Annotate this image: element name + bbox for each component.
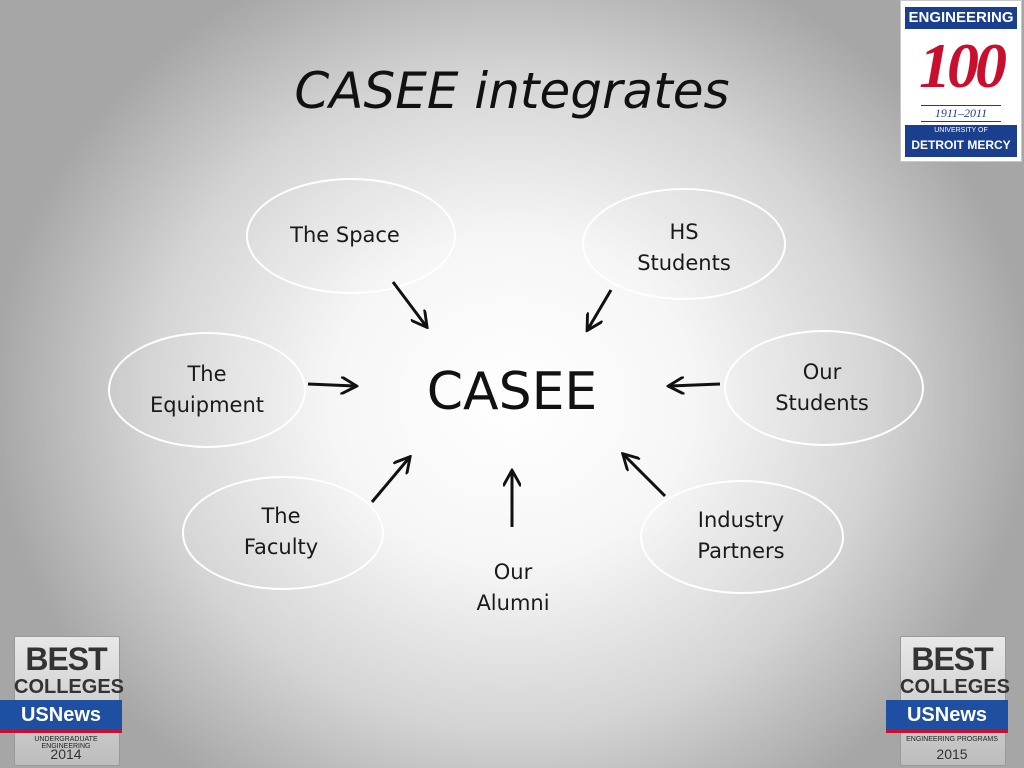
arrow-from-space	[391, 281, 426, 326]
ellipse-faculty	[182, 476, 384, 590]
best-colleges-badge-2015: BEST COLLEGES USNews ENGINEERING PROGRAM…	[886, 636, 1011, 766]
logo-university-of: UNIVERSITY OF	[934, 127, 988, 134]
node-space: The Space	[265, 220, 425, 251]
node-industry-line1: Industry	[697, 508, 785, 532]
arrow-from-hs-students	[588, 289, 613, 329]
node-faculty-line2: Faculty	[243, 535, 319, 559]
logo-years-text: 1911–2011	[921, 105, 1001, 122]
badge-colleges-text: COLLEGES	[900, 676, 1011, 698]
node-our-students-line2: Students	[775, 391, 869, 415]
node-alumni-line2: Alumni	[476, 591, 550, 615]
node-our-students-line1: Our	[802, 360, 842, 384]
node-equipment-line2: Equipment	[150, 393, 264, 417]
arrow-from-our-students	[670, 384, 721, 386]
ellipse-equipment	[108, 332, 306, 448]
node-faculty-line1: The	[261, 504, 301, 528]
badge-year: 2015	[936, 746, 968, 762]
node-alumni-line1: Our	[493, 560, 533, 584]
arrow-from-industry	[624, 455, 667, 498]
ellipse-industry	[640, 480, 844, 594]
node-hs-students-line1: HS	[669, 220, 699, 244]
ellipse-our-students	[724, 330, 924, 446]
badge-usnews-text: USNews	[20, 704, 102, 726]
node-alumni: Our Alumni	[433, 557, 593, 619]
node-equipment: The Equipment	[127, 359, 287, 421]
node-equipment-line1: The	[187, 362, 227, 386]
badge-year: 2014	[50, 746, 82, 762]
best-colleges-badge-2014: BEST COLLEGES USNews UNDERGRADUATE ENGIN…	[0, 636, 125, 766]
arrow-from-faculty	[370, 458, 409, 503]
slide-title: CASEE integrates	[294, 62, 730, 120]
engineering-100-logo: ENGINEERING 100 1911–2011 UNIVERSITY OF …	[900, 0, 1022, 162]
badge-usnews-text: USNews	[906, 704, 988, 726]
logo-detroit-mercy: DETROIT MERCY	[911, 138, 1011, 152]
center-casee: CASEE	[426, 362, 598, 422]
badge-band	[0, 700, 122, 733]
node-industry-line2: Partners	[697, 539, 785, 563]
node-industry: Industry Partners	[661, 505, 821, 567]
badge-band	[886, 700, 1008, 733]
badge-subtitle: UNDERGRADUATE ENGINEERING	[34, 736, 98, 750]
node-hs-students-line2: Students	[637, 251, 731, 275]
badge-best-text: BEST	[25, 641, 107, 677]
badge-best-text: BEST	[911, 641, 993, 677]
node-space-label: The Space	[290, 223, 400, 247]
node-faculty: The Faculty	[201, 501, 361, 563]
logo-university-band: UNIVERSITY OF DETROIT MERCY	[905, 125, 1017, 157]
logo-100-text: 100	[919, 30, 1007, 101]
badge-subtitle: ENGINEERING PROGRAMS	[906, 736, 998, 743]
arrow-from-equipment	[307, 384, 355, 386]
ellipse-space	[246, 178, 456, 294]
node-hs-students: HS Students	[604, 217, 764, 279]
ellipse-hs-students	[582, 188, 786, 300]
node-our-students: Our Students	[742, 357, 902, 419]
logo-engineering-text: ENGINEERING	[905, 7, 1017, 29]
badge-colleges-text: COLLEGES	[14, 676, 125, 698]
